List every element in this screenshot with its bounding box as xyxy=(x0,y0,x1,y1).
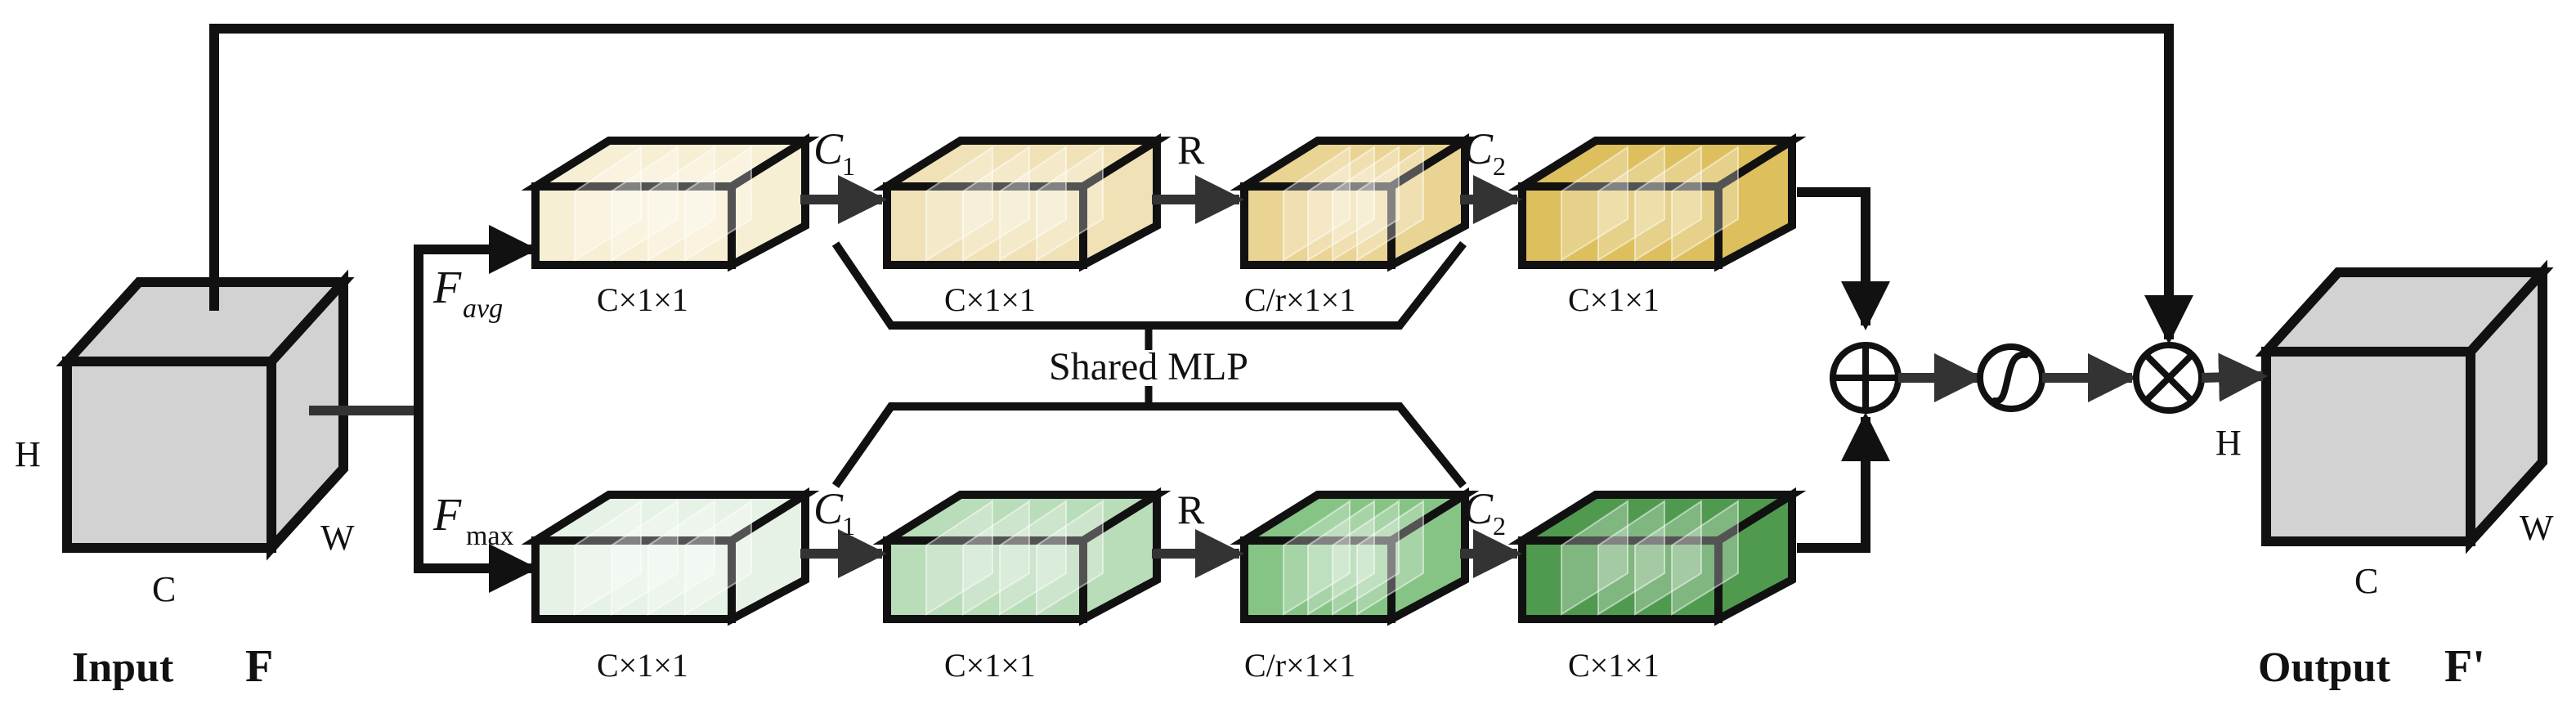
feature-block-avg-2 xyxy=(872,133,1172,272)
input-title: Input xyxy=(72,644,174,691)
block-slice xyxy=(611,146,679,262)
feature-block-max-4 xyxy=(1508,487,1807,626)
shared-mlp-label: Shared MLP xyxy=(1049,345,1248,388)
feature-block-avg-1 xyxy=(521,133,820,272)
output-title: Output xyxy=(2258,644,2391,691)
multiply-to-output-line xyxy=(2201,352,2268,402)
c2-avg-subscript: 2 xyxy=(1493,151,1506,181)
block-slice xyxy=(1036,146,1104,262)
skip-connection-line xyxy=(209,24,2193,344)
feature-block-avg-4 xyxy=(1508,133,1807,272)
c2-max-subscript: 2 xyxy=(1493,511,1506,541)
block-front-face xyxy=(1240,182,1396,269)
input-symbol: F xyxy=(245,641,273,692)
block-slice xyxy=(574,146,642,262)
block-front-face xyxy=(1240,536,1396,623)
f-max-label: F xyxy=(432,490,462,541)
block-slice xyxy=(1671,146,1739,262)
add-icon xyxy=(1830,342,1902,414)
block-slice xyxy=(1597,146,1665,262)
block-slice xyxy=(999,500,1067,616)
input-c-label: C xyxy=(152,569,176,609)
block-slice xyxy=(1671,500,1739,616)
block-slice xyxy=(1597,500,1665,616)
f-max-subscript: max xyxy=(466,521,514,551)
f-avg-label: F xyxy=(432,263,462,313)
block-front-face xyxy=(1518,182,1723,269)
feature-block-max-1 xyxy=(521,487,820,626)
feature-block-avg-3 xyxy=(1230,133,1480,272)
output-w-label: W xyxy=(2520,508,2554,548)
block-slice xyxy=(962,500,1030,616)
dim-max-2: C×1×1 xyxy=(944,647,1036,684)
output-cube xyxy=(2255,259,2554,554)
block-slice xyxy=(925,500,993,616)
block-front-face xyxy=(1518,536,1723,623)
dim-avg-1: C×1×1 xyxy=(597,281,688,318)
block-slice xyxy=(999,146,1067,262)
block-slice xyxy=(1634,500,1702,616)
block-slice xyxy=(684,500,752,616)
block-connectors xyxy=(800,175,1522,578)
output-symbol: F' xyxy=(2444,641,2485,692)
dim-max-4: C×1×1 xyxy=(1568,647,1660,684)
block-slice xyxy=(1561,146,1628,262)
block-slice xyxy=(1561,500,1628,616)
block-slice xyxy=(1036,500,1104,616)
c1-avg-subscript: 1 xyxy=(842,151,855,181)
block-slice xyxy=(647,500,715,616)
c1-max-label: C xyxy=(813,484,844,533)
c2-max-label: C xyxy=(1463,484,1494,533)
dim-avg-2: C×1×1 xyxy=(944,281,1036,318)
branch-max-line xyxy=(414,411,538,593)
block-slice xyxy=(1356,500,1424,616)
avg-to-sum-line xyxy=(1797,187,1890,330)
dim-max-1: C×1×1 xyxy=(597,647,688,684)
output-c-label: C xyxy=(2354,561,2378,601)
feature-block-max-2 xyxy=(872,487,1172,626)
output-h-label: H xyxy=(2215,423,2242,463)
block-slice xyxy=(962,146,1030,262)
branch-avg-line xyxy=(414,225,538,411)
multiply-icon xyxy=(2133,342,2205,414)
block-slice xyxy=(647,146,715,262)
block-slice xyxy=(1356,146,1424,262)
feature-blocks xyxy=(521,133,1807,626)
input-cube xyxy=(56,269,355,561)
r-max-label: R xyxy=(1177,487,1205,532)
block-slice xyxy=(684,146,752,262)
r-avg-label: R xyxy=(1177,127,1205,173)
dim-avg-4: C×1×1 xyxy=(1568,281,1660,318)
max-to-sum-line xyxy=(1797,412,1890,553)
c1-max-subscript: 1 xyxy=(842,511,855,541)
feature-block-max-3 xyxy=(1230,487,1480,626)
block-slice xyxy=(925,146,993,262)
shared-mlp-bracket-bottom xyxy=(831,402,1467,489)
c1-avg-label: C xyxy=(813,124,844,173)
f-avg-subscript: avg xyxy=(463,294,503,324)
dim-avg-3: C/r×1×1 xyxy=(1244,281,1355,318)
sigmoid-icon xyxy=(1977,343,2045,412)
c2-avg-label: C xyxy=(1463,124,1494,173)
input-w-label: W xyxy=(320,518,355,558)
input-h-label: H xyxy=(15,434,41,474)
block-slice xyxy=(574,500,642,616)
dim-max-3: C/r×1×1 xyxy=(1244,647,1355,684)
block-slice xyxy=(611,500,679,616)
block-slice xyxy=(1634,146,1702,262)
